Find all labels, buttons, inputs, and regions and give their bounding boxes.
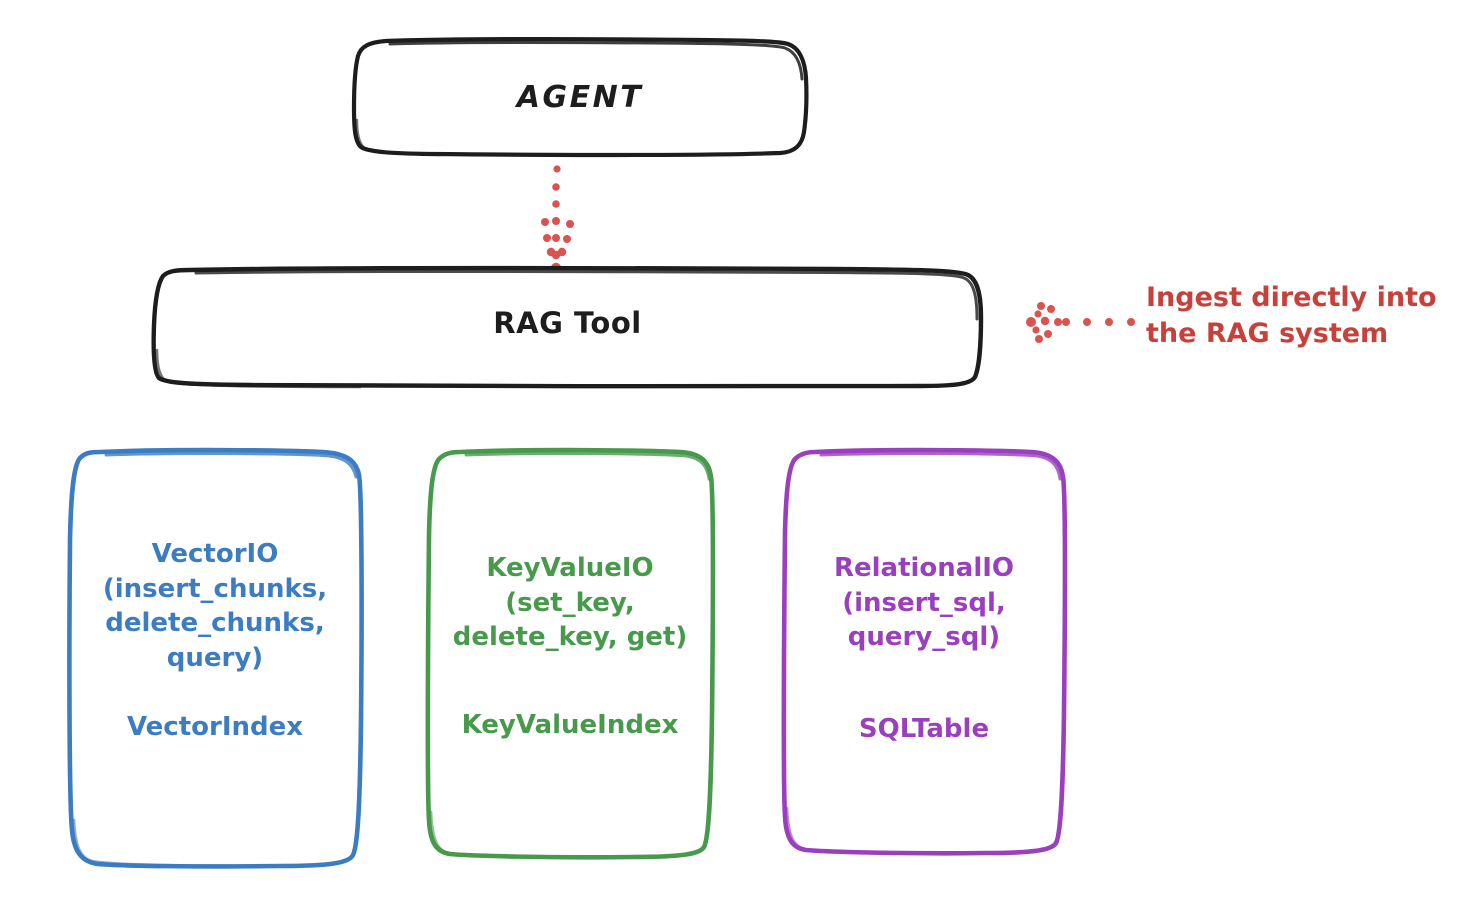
ingest-annotation-text: Ingest directly into the RAG system xyxy=(1146,282,1437,349)
vector-io-api-label: VectorIO (insert_chunks, delete_chunks, … xyxy=(102,539,328,673)
key-value-index-label: KeyValueIndex xyxy=(461,710,679,740)
relational-io-api-label: RelationalIO (insert_sql, query_sql) xyxy=(833,553,1015,653)
vector-index-label: VectorIndex xyxy=(126,712,304,742)
sql-table-label: SQLTable xyxy=(858,714,990,744)
ingest-connector xyxy=(1026,302,1135,343)
agent-to-rag-connector xyxy=(541,165,574,274)
agent-label: AGENT xyxy=(516,80,644,115)
key-value-io-api-label: KeyValueIO (set_key, delete_key, get) xyxy=(452,553,688,653)
rag-tool-label: RAG Tool xyxy=(493,306,642,340)
